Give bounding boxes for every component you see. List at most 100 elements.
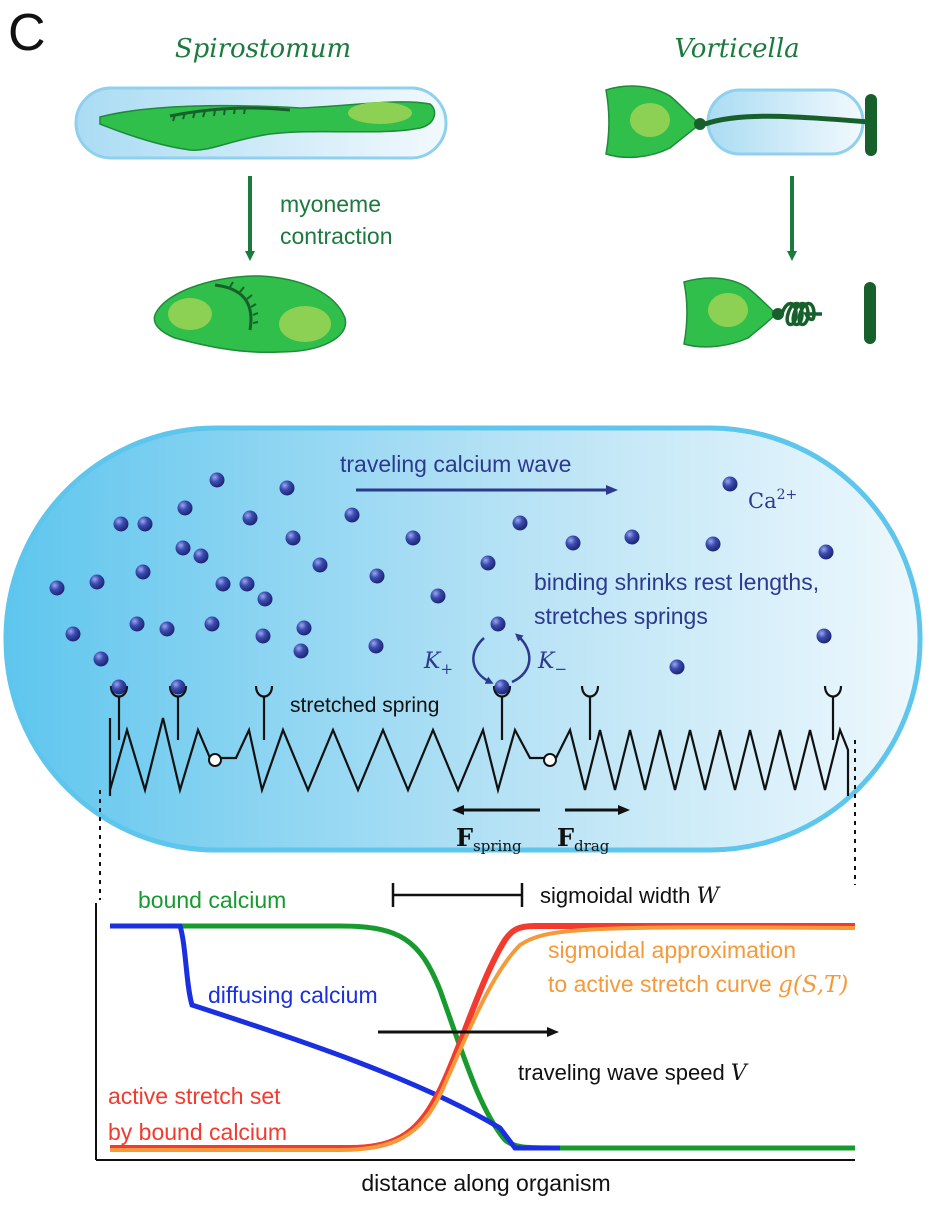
drag-force-label: Fdrag <box>557 823 610 855</box>
calcium-ion <box>49 580 65 596</box>
profile-plot: sigmoidal width W traveling wave speed V… <box>95 883 856 1196</box>
k-minus-symbol: K <box>537 649 556 674</box>
empty-binding-site <box>580 685 600 740</box>
calcium-ion <box>93 651 109 667</box>
drag-force-subscript: drag <box>574 837 610 855</box>
calcium-ion <box>175 540 191 556</box>
sigmoidal-approximation-curve <box>110 925 856 1152</box>
calcium-ion <box>480 555 496 571</box>
calcium-ion <box>722 476 738 492</box>
binding-label-line2: stretches springs <box>534 603 708 629</box>
vorticella-contracted-illustration <box>683 277 876 348</box>
calcium-ion <box>285 530 301 546</box>
calcium-ion <box>129 616 145 632</box>
calcium-ion <box>204 616 220 632</box>
bound-calcium-label: bound calcium <box>138 887 286 913</box>
calcium-ion <box>255 628 271 644</box>
calcium-ion <box>135 564 151 580</box>
k-plus-subscript: + <box>440 660 453 678</box>
spirostomum-extended-illustration <box>74 86 448 160</box>
calcium-ions <box>49 472 834 675</box>
k-minus-label: K− <box>537 649 567 678</box>
vorticella-extended-illustration <box>605 85 877 159</box>
calcium-ion-label: Ca2+ <box>748 487 797 513</box>
spring-chain <box>108 717 850 796</box>
calcium-ion <box>215 576 231 592</box>
x-axis-label: distance along organism <box>361 1170 610 1196</box>
calcium-ion <box>369 568 385 584</box>
calcium-ion-symbol: Ca <box>748 489 777 513</box>
calcium-ion <box>65 626 81 642</box>
approximation-label-text: to active stretch curve <box>548 971 778 997</box>
drag-force-symbol: F <box>557 823 574 852</box>
occupied-binding-site <box>109 679 129 740</box>
spirostomum-contracted-illustration <box>153 275 347 354</box>
approximation-label-line2: to active stretch curve g(S,T) <box>548 971 848 998</box>
spring-force-label: Fspring <box>456 823 522 855</box>
calcium-ion <box>242 510 258 526</box>
calcium-ion-charge: 2+ <box>777 487 798 503</box>
binding-sites <box>109 679 843 740</box>
active-stretch-label-line1: active stretch set <box>108 1083 281 1109</box>
spring-force-subscript: spring <box>473 837 522 855</box>
wave-speed-text: traveling wave speed <box>518 1060 731 1085</box>
wave-speed-symbol: V <box>731 1061 749 1086</box>
calcium-ion <box>257 591 273 607</box>
calcium-ion <box>405 530 421 546</box>
k-plus-label: K+ <box>423 649 453 678</box>
wave-speed-label: traveling wave speed V <box>518 1060 749 1086</box>
calcium-ion <box>624 529 640 545</box>
sigmoidal-width-symbol: W <box>697 884 722 909</box>
spring-force-symbol: F <box>456 823 473 852</box>
calcium-ion <box>296 620 312 636</box>
stretched-spring-label: stretched spring <box>290 694 439 717</box>
approximation-function: g(S,T) <box>778 972 848 998</box>
calcium-ion <box>368 638 384 654</box>
occupied-binding-site <box>492 679 512 740</box>
diffusing-calcium-curve <box>110 923 560 1151</box>
empty-binding-site <box>254 685 274 740</box>
calcium-ion <box>565 535 581 551</box>
vorticella-title: Vorticella <box>674 34 799 64</box>
binding-label-line1: binding shrinks rest lengths, <box>534 569 819 595</box>
occupied-binding-site <box>168 679 188 740</box>
calcium-ion <box>177 500 193 516</box>
approximation-label-line1: sigmoidal approximation <box>548 937 796 963</box>
calcium-ion <box>193 548 209 564</box>
k-minus-subscript: − <box>554 660 567 678</box>
calcium-ion <box>818 544 834 560</box>
active-stretch-label-line2: by bound calcium <box>108 1119 287 1145</box>
contraction-label: contraction <box>280 223 393 249</box>
calcium-ion <box>430 588 446 604</box>
sigmoidal-width-text: sigmoidal width <box>540 883 697 908</box>
calcium-ion <box>669 659 685 675</box>
calcium-ion <box>113 516 129 532</box>
panel-letter: C <box>8 4 46 62</box>
calcium-ion <box>89 574 105 590</box>
calcium-ion <box>490 616 506 632</box>
calcium-wave-label: traveling calcium wave <box>340 451 571 477</box>
empty-binding-site <box>823 685 843 740</box>
calcium-ion <box>512 515 528 531</box>
calcium-ion <box>312 557 328 573</box>
calcium-ion <box>293 643 309 659</box>
cell-body <box>3 425 923 853</box>
calcium-ion <box>344 507 360 523</box>
spring-node-left <box>208 753 222 767</box>
calcium-ion <box>209 472 225 488</box>
binding-arrow <box>472 637 494 684</box>
spring-node-right <box>543 753 557 767</box>
calcium-ion <box>159 621 175 637</box>
sigmoidal-width-label: sigmoidal width W <box>540 883 722 909</box>
calcium-ion <box>279 480 295 496</box>
calcium-ion <box>239 576 255 592</box>
calcium-ion <box>137 516 153 532</box>
spirostomum-title: Spirostomum <box>175 34 351 64</box>
unbinding-arrow <box>511 633 531 684</box>
diffusing-calcium-label: diffusing calcium <box>208 982 378 1008</box>
calcium-ion <box>705 536 721 552</box>
k-plus-symbol: K <box>423 649 442 674</box>
calcium-ion <box>816 628 832 644</box>
myoneme-label: myoneme <box>280 191 381 217</box>
